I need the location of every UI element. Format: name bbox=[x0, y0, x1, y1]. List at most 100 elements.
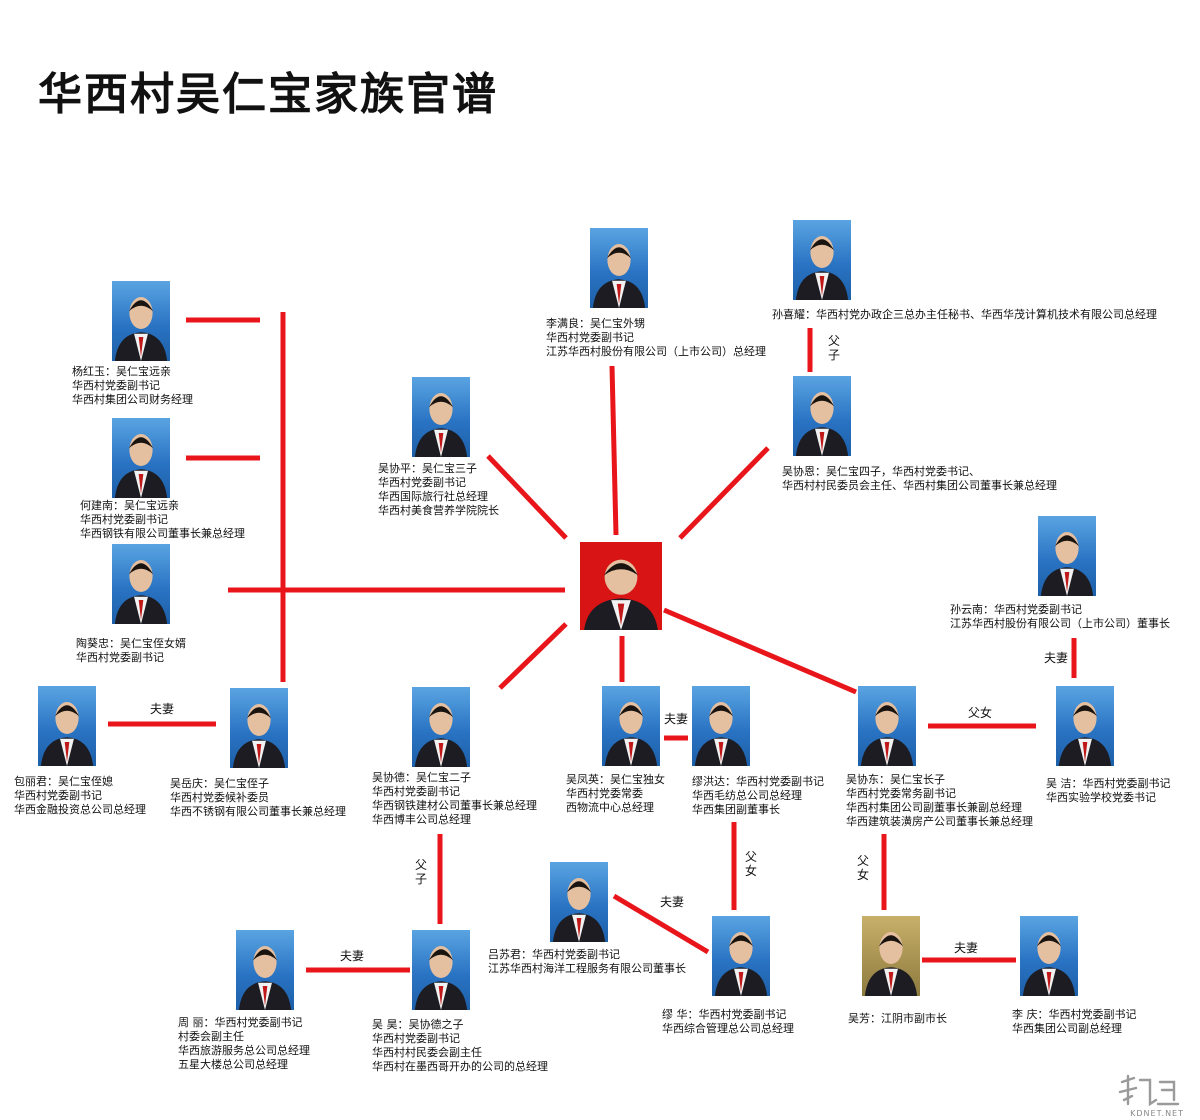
portrait-he-jiannan bbox=[112, 418, 170, 498]
label-line: 华西综合管理总公司总经理 bbox=[662, 1022, 794, 1035]
label-line: 华西博丰公司总经理 bbox=[372, 813, 471, 826]
label-he-jiannan: 何建南：吴仁宝远亲华西村党委副书记华西钢铁有限公司董事长兼总经理 bbox=[80, 499, 245, 541]
label-line: 华西村党委副书记 bbox=[372, 785, 460, 798]
label-line: 华西村党委副书记 bbox=[72, 379, 160, 392]
label-line: 包丽君：吴仁宝侄媳 bbox=[14, 775, 113, 788]
label-miao-hongda: 缪洪达：华西村党委副书记华西毛纺总公司总经理华西集团副董事长 bbox=[692, 775, 824, 817]
label-line: 华西村党委副书记 bbox=[76, 651, 164, 664]
label-line: 华西建筑装潢房产公司董事长兼总经理 bbox=[846, 815, 1033, 828]
person-silhouette-icon bbox=[552, 878, 606, 942]
label-bao-lijun: 包丽君：吴仁宝侄媳华西村党委副书记华西金融投资总公司总经理 bbox=[14, 775, 146, 817]
rel-wufang-liqing: 夫妻 bbox=[954, 941, 979, 955]
label-sun-xiyao: 孙喜耀：华西村党办政企三总办主任秘书、华西华茂计算机技术有限公司总经理 bbox=[772, 308, 1157, 322]
portrait-miao-hongda bbox=[692, 686, 750, 766]
label-line: 华西毛纺总公司总经理 bbox=[692, 789, 802, 802]
watermark-text: KDNET.NET bbox=[1130, 1109, 1184, 1118]
label-wu-jie: 吴 洁：华西村党委副书记华西实验学校党委书记 bbox=[1046, 777, 1171, 805]
person-silhouette-icon bbox=[414, 393, 468, 457]
person-silhouette-icon bbox=[860, 702, 914, 766]
portrait-wu-xiedong bbox=[858, 686, 916, 766]
label-line: 华西金融投资总公司总经理 bbox=[14, 803, 146, 816]
label-line: 吴协东：吴仁宝长子 bbox=[846, 773, 945, 786]
portrait-wu-xiede bbox=[412, 687, 470, 767]
person-silhouette-icon bbox=[238, 946, 292, 1010]
portrait-wu-xieen bbox=[793, 376, 851, 456]
label-line: 吴芳：江阴市副市长 bbox=[848, 1012, 947, 1025]
portrait-zhou-li bbox=[236, 930, 294, 1010]
portrait-li-qing bbox=[1020, 916, 1078, 996]
label-li-qing: 李 庆：华西村党委副书记华西集团公司副总经理 bbox=[1012, 1008, 1137, 1036]
person-silhouette-icon bbox=[114, 560, 168, 624]
portrait-wu-fengying bbox=[602, 686, 660, 766]
label-wu-fang: 吴芳：江阴市副市长 bbox=[848, 1012, 947, 1026]
label-sun-yunnan: 孙云南：华西村党委副书记江苏华西村股份有限公司（上市公司）董事长 bbox=[950, 603, 1170, 631]
rel-feng-miao: 夫妻 bbox=[664, 712, 689, 726]
person-silhouette-icon bbox=[694, 702, 748, 766]
portrait-wu-jie bbox=[1056, 686, 1114, 766]
person-silhouette-icon bbox=[232, 704, 286, 768]
portrait-wu-yueqing bbox=[230, 688, 288, 768]
rel-miao-miaohua: 父女 bbox=[744, 850, 757, 878]
label-line: 华西国际旅行社总经理 bbox=[378, 490, 488, 503]
person-silhouette-icon bbox=[592, 244, 646, 308]
label-line: 华西村集团公司副董事长兼副总经理 bbox=[846, 801, 1022, 814]
label-line: 李满良：吴仁宝外甥 bbox=[546, 317, 645, 330]
label-line: 吴岳庆：吴仁宝侄子 bbox=[170, 777, 269, 790]
portrait-sun-xiyao bbox=[793, 220, 851, 300]
label-line: 孙喜耀：华西村党办政企三总办主任秘书、华西华茂计算机技术有限公司总经理 bbox=[772, 308, 1157, 321]
rel-sunyun-wujie: 夫妻 bbox=[1044, 651, 1069, 665]
label-line: 江苏华西村股份有限公司（上市公司）董事长 bbox=[950, 617, 1170, 630]
label-line: 孙云南：华西村党委副书记 bbox=[950, 603, 1082, 616]
label-line: 李 庆：华西村党委副书记 bbox=[1012, 1008, 1137, 1021]
label-wu-yueqing: 吴岳庆：吴仁宝侄子华西村党委候补委员华西不锈钢有限公司董事长兼总经理 bbox=[170, 777, 346, 819]
line-lv-miaohua bbox=[612, 893, 710, 955]
person-silhouette-icon bbox=[795, 392, 849, 456]
label-line: 华西村党委副书记 bbox=[372, 1032, 460, 1045]
label-line: 江苏华西村海洋工程服务有限公司董事长 bbox=[488, 962, 686, 975]
label-line: 陶葵忠：吴仁宝侄女婿 bbox=[76, 637, 186, 650]
label-line: 何建南：吴仁宝远亲 bbox=[80, 499, 179, 512]
label-line: 华西村党委常务副书记 bbox=[846, 787, 956, 800]
label-wu-hao: 吴 昊：吴协德之子华西村党委副书记华西村村民委会副主任华西村在墨西哥开办的公司的… bbox=[372, 1018, 548, 1074]
portrait-bao-lijun bbox=[38, 686, 96, 766]
label-line: 华西村在墨西哥开办的公司的总经理 bbox=[372, 1060, 548, 1073]
label-line: 华西实验学校党委书记 bbox=[1046, 791, 1156, 804]
label-line: 华西村党委候补委员 bbox=[170, 791, 269, 804]
person-silhouette-icon bbox=[795, 236, 849, 300]
label-tao-kuizhong: 陶葵忠：吴仁宝侄女婿华西村党委副书记 bbox=[76, 637, 186, 665]
portrait-miao-hua bbox=[712, 916, 770, 996]
person-silhouette-icon bbox=[584, 559, 658, 630]
portrait-li-manliang bbox=[590, 228, 648, 308]
portrait-wu-hao bbox=[412, 930, 470, 1010]
label-line: 吴凤英：吴仁宝独女 bbox=[566, 773, 665, 786]
rel-xiedong-wujie: 父女 bbox=[968, 706, 993, 720]
label-lv-sujun: 吕苏君：华西村党委副书记江苏华西村海洋工程服务有限公司董事长 bbox=[488, 948, 686, 976]
rel-sunxi-xieen: 父子 bbox=[827, 334, 840, 362]
portrait-lv-sujun bbox=[550, 862, 608, 942]
label-line: 周 丽：华西村党委副书记 bbox=[178, 1016, 303, 1029]
label-wu-xiedong: 吴协东：吴仁宝长子华西村党委常务副书记华西村集团公司副董事长兼副总经理华西建筑装… bbox=[846, 773, 1033, 829]
portrait-wu-renbao bbox=[580, 542, 662, 630]
label-line: 吴 洁：华西村党委副书记 bbox=[1046, 777, 1171, 790]
label-line: 村委会副主任 bbox=[178, 1030, 244, 1043]
label-yang-hongyu: 杨红玉：吴仁宝远亲华西村党委副书记华西村集团公司财务经理 bbox=[72, 365, 193, 407]
label-wu-xieen: 吴协恩：吴仁宝四子，华西村党委书记、华西村村民委员会主任、华西村集团公司董事长兼… bbox=[782, 465, 1057, 493]
label-line: 华西村集团公司财务经理 bbox=[72, 393, 193, 406]
page-title: 华西村吴仁宝家族官谱 bbox=[38, 69, 498, 120]
label-line: 西物流中心总经理 bbox=[566, 801, 654, 814]
person-silhouette-icon bbox=[864, 932, 918, 996]
label-wu-fengying: 吴凤英：吴仁宝独女华西村党委常委西物流中心总经理 bbox=[566, 773, 665, 815]
label-line: 华西不锈钢有限公司董事长兼总经理 bbox=[170, 805, 346, 818]
person-silhouette-icon bbox=[1022, 932, 1076, 996]
watermark-logo bbox=[1118, 1074, 1180, 1107]
label-li-manliang: 李满良：吴仁宝外甥华西村党委副书记江苏华西村股份有限公司（上市公司）总经理 bbox=[546, 317, 766, 359]
label-line: 华西钢铁有限公司董事长兼总经理 bbox=[80, 527, 245, 540]
label-wu-xieping: 吴协平：吴仁宝三子华西村党委副书记华西国际旅行社总经理华西村美食营养学院院长 bbox=[378, 462, 499, 518]
label-line: 华西村党委副书记 bbox=[546, 331, 634, 344]
person-silhouette-icon bbox=[114, 434, 168, 498]
label-zhou-li: 周 丽：华西村党委副书记村委会副主任华西旅游服务总公司总经理五星大楼总公司总经理 bbox=[178, 1016, 310, 1072]
label-line: 华西村党委副书记 bbox=[80, 513, 168, 526]
label-line: 华西村美食营养学院院长 bbox=[378, 504, 499, 517]
label-line: 华西集团公司副总经理 bbox=[1012, 1022, 1122, 1035]
line-xieen bbox=[678, 446, 770, 540]
